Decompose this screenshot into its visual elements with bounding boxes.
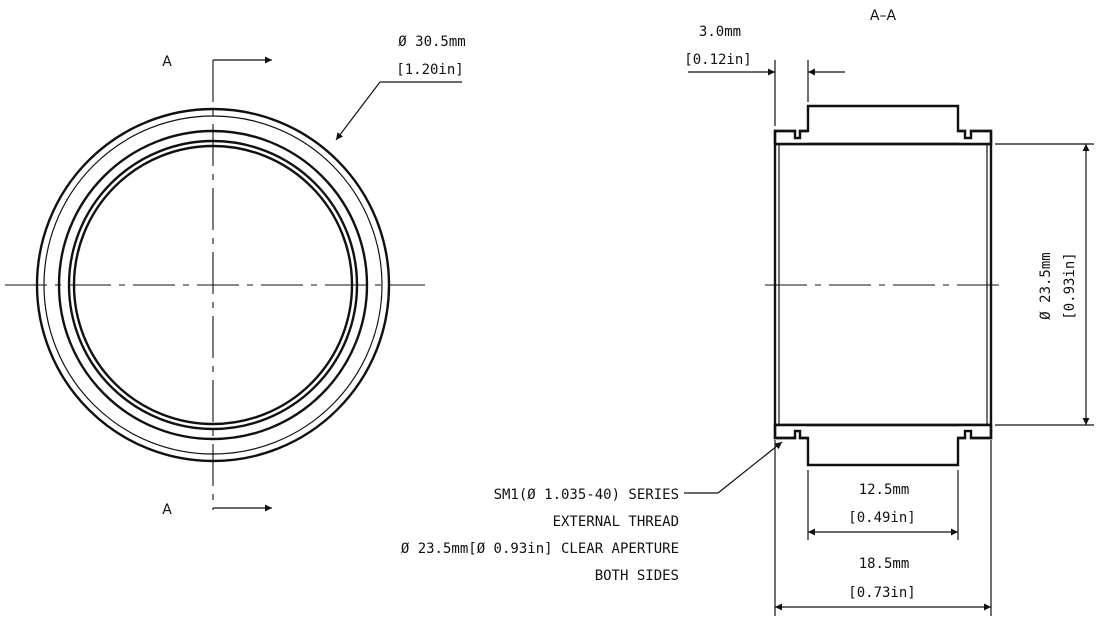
thread-callout: SM1(Ø 1.035-40) SERIES EXTERNAL THREAD Ø… bbox=[401, 487, 679, 584]
callout-line-1: SM1(Ø 1.035-40) SERIES bbox=[494, 487, 679, 503]
bore-dim-mm: Ø 23.5mm bbox=[1038, 252, 1054, 319]
overall-dim-in: [0.73in] bbox=[848, 585, 915, 601]
section-label-top: A bbox=[162, 54, 172, 70]
callout-line-3: Ø 23.5mm[Ø 0.93in] CLEAR APERTURE bbox=[401, 541, 679, 557]
section-label-bottom: A bbox=[162, 502, 172, 518]
thread-callout-leader bbox=[717, 441, 783, 494]
body-dim-in: [0.49in] bbox=[848, 510, 915, 526]
callout-line-2: EXTERNAL THREAD bbox=[553, 514, 679, 530]
outer-diameter-mm: Ø 30.5mm bbox=[398, 34, 465, 50]
flange-dim-in: [0.12in] bbox=[684, 52, 751, 68]
section-title: A–A bbox=[870, 8, 897, 24]
bore-dim-in: [0.93in] bbox=[1062, 252, 1078, 319]
outer-diameter-leader bbox=[335, 81, 381, 141]
flange-dim-mm: 3.0mm bbox=[699, 24, 741, 40]
lower-wall-section bbox=[773, 423, 993, 467]
upper-wall-section bbox=[773, 104, 993, 146]
section-view: A–A 3.0mm [0.12in] Ø 23.5mm bbox=[684, 8, 1094, 616]
front-view: A A Ø 30.5mm [1.20in] bbox=[5, 34, 466, 518]
body-dim-mm: 12.5mm bbox=[859, 482, 910, 498]
callout-line-4: BOTH SIDES bbox=[595, 568, 679, 584]
overall-dim-mm: 18.5mm bbox=[859, 556, 910, 572]
outer-diameter-in: [1.20in] bbox=[396, 62, 463, 78]
